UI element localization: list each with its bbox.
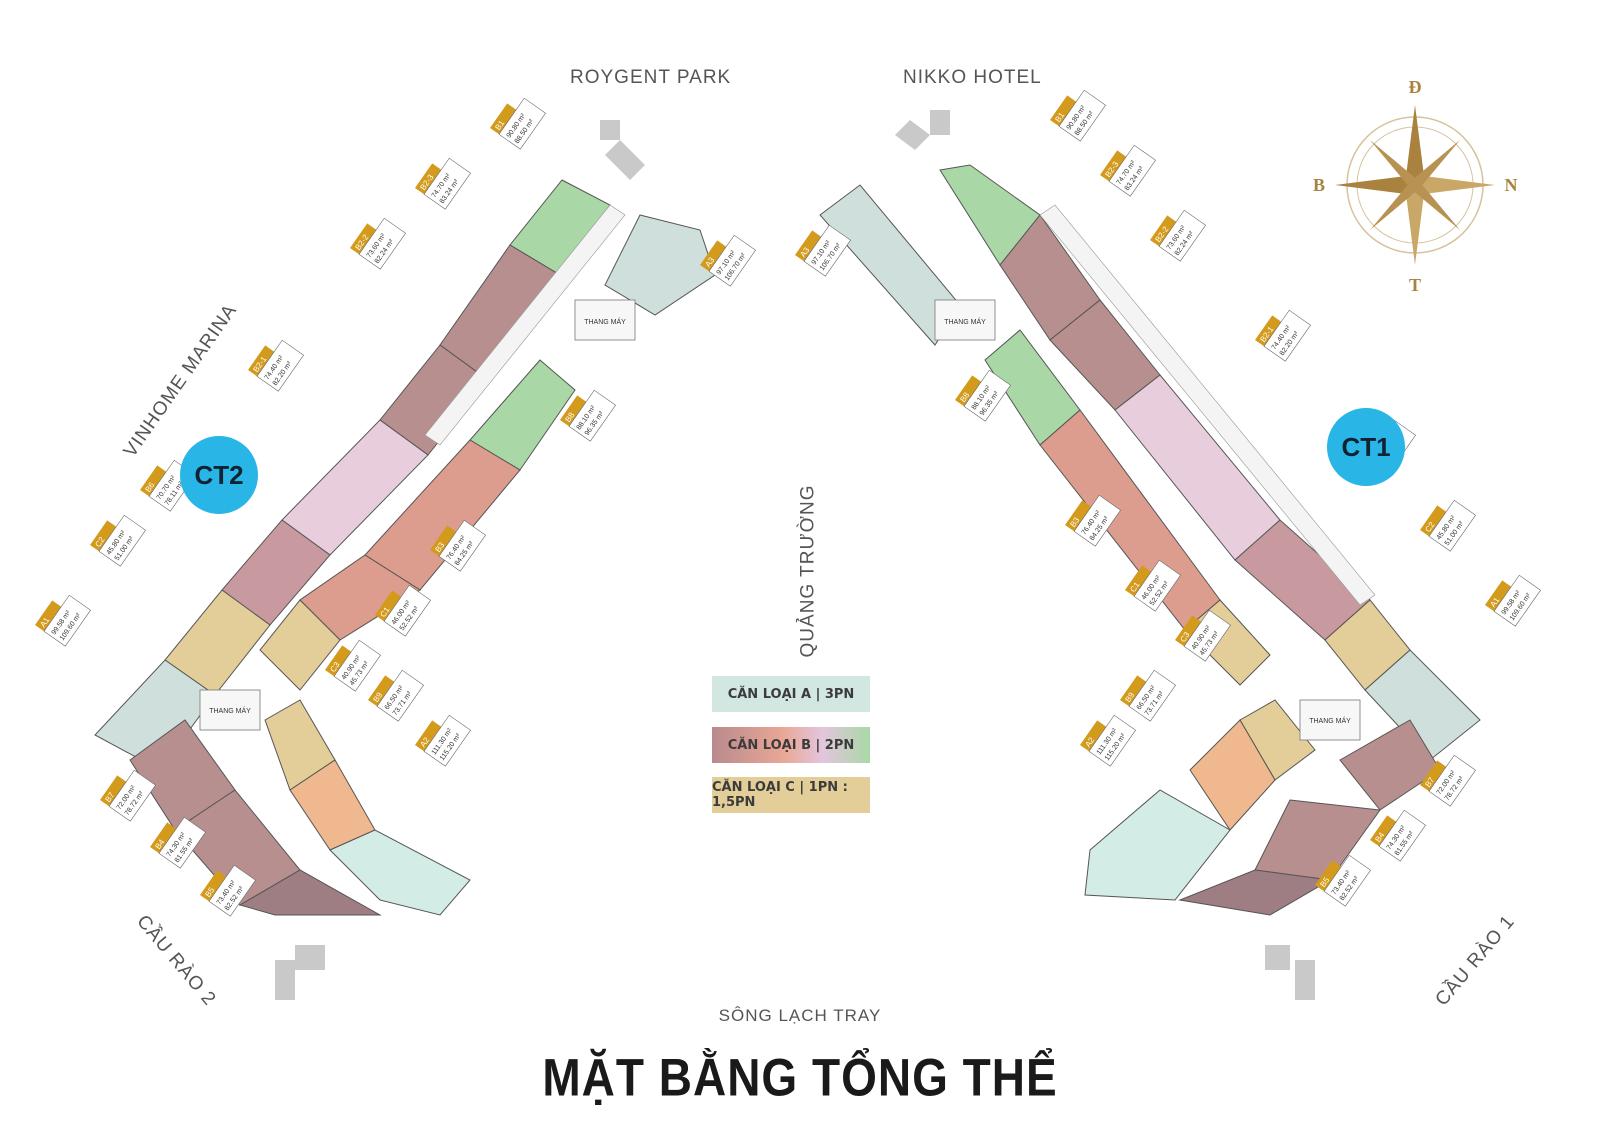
legend-type-b: CĂN LOẠI B | 2PN bbox=[712, 727, 870, 763]
entrance-arrow-icons bbox=[275, 110, 1315, 1000]
ct1-unit-b9[interactable] bbox=[1189, 719, 1276, 831]
page-title: MẶT BẰNG TỔNG THỂ bbox=[542, 1047, 1058, 1107]
legend-type-a: CĂN LOẠI A | 3PN bbox=[712, 676, 870, 712]
entrance-arrow-icon-bottom-right bbox=[1265, 945, 1315, 1000]
ct1-unit-a2[interactable] bbox=[1084, 789, 1231, 901]
ct2-elevator-label-top: THANG MÁY bbox=[584, 317, 626, 326]
ct2-unit-a3[interactable] bbox=[604, 214, 716, 316]
ct1-tower: THANG MÁY THANG MÁY bbox=[819, 164, 1481, 916]
compass-top: Đ bbox=[1409, 77, 1422, 97]
ct1-elevator-core-2 bbox=[1299, 699, 1361, 741]
compass-left: B bbox=[1313, 175, 1325, 195]
ct1-elevator-core bbox=[934, 299, 996, 341]
compass-right: N bbox=[1505, 175, 1518, 195]
compass-rose-icon: Đ B N T bbox=[1313, 77, 1518, 295]
tower-badge-ct1[interactable]: CT1 bbox=[1327, 408, 1405, 486]
compass-bottom: T bbox=[1409, 275, 1421, 295]
ct2-unit-c1[interactable] bbox=[259, 599, 341, 691]
label-quang-truong: QUẢNG TRƯỜNG bbox=[797, 484, 819, 658]
label-nikko-hotel: NIKKO HOTEL bbox=[903, 67, 1042, 88]
ct1-elevator-label-top: THANG MÁY bbox=[944, 317, 986, 326]
ct1-corridor bbox=[1039, 204, 1376, 606]
ct2-elevator-core bbox=[574, 299, 636, 341]
label-song-lach-tray: SÔNG LẠCH TRAY bbox=[718, 1006, 882, 1025]
entrance-arrow-icon-top-left bbox=[600, 120, 645, 180]
entrance-arrow-icon-top-right bbox=[895, 110, 950, 150]
entrance-arrow-icon-bottom-left bbox=[275, 945, 325, 1000]
ct2-unit-a2[interactable] bbox=[329, 829, 471, 916]
ct1-elevator-label-bottom: THANG MÁY bbox=[1309, 716, 1351, 725]
ct2-tower: THANG MÁY THANG MÁY bbox=[94, 179, 716, 916]
label-roygent-park: ROYGENT PARK bbox=[570, 67, 732, 88]
ct2-corridor bbox=[424, 204, 626, 446]
legend-type-c: CĂN LOẠI C | 1PN : 1,5PN bbox=[712, 777, 870, 813]
tower-badge-ct2[interactable]: CT2 bbox=[180, 436, 258, 514]
ct2-elevator-label-bottom: THANG MÁY bbox=[209, 706, 251, 715]
ct2-unit-b5[interactable] bbox=[238, 869, 382, 916]
ct1-unit-b5[interactable] bbox=[1178, 869, 1332, 916]
ct2-elevator-core-2 bbox=[199, 689, 261, 731]
